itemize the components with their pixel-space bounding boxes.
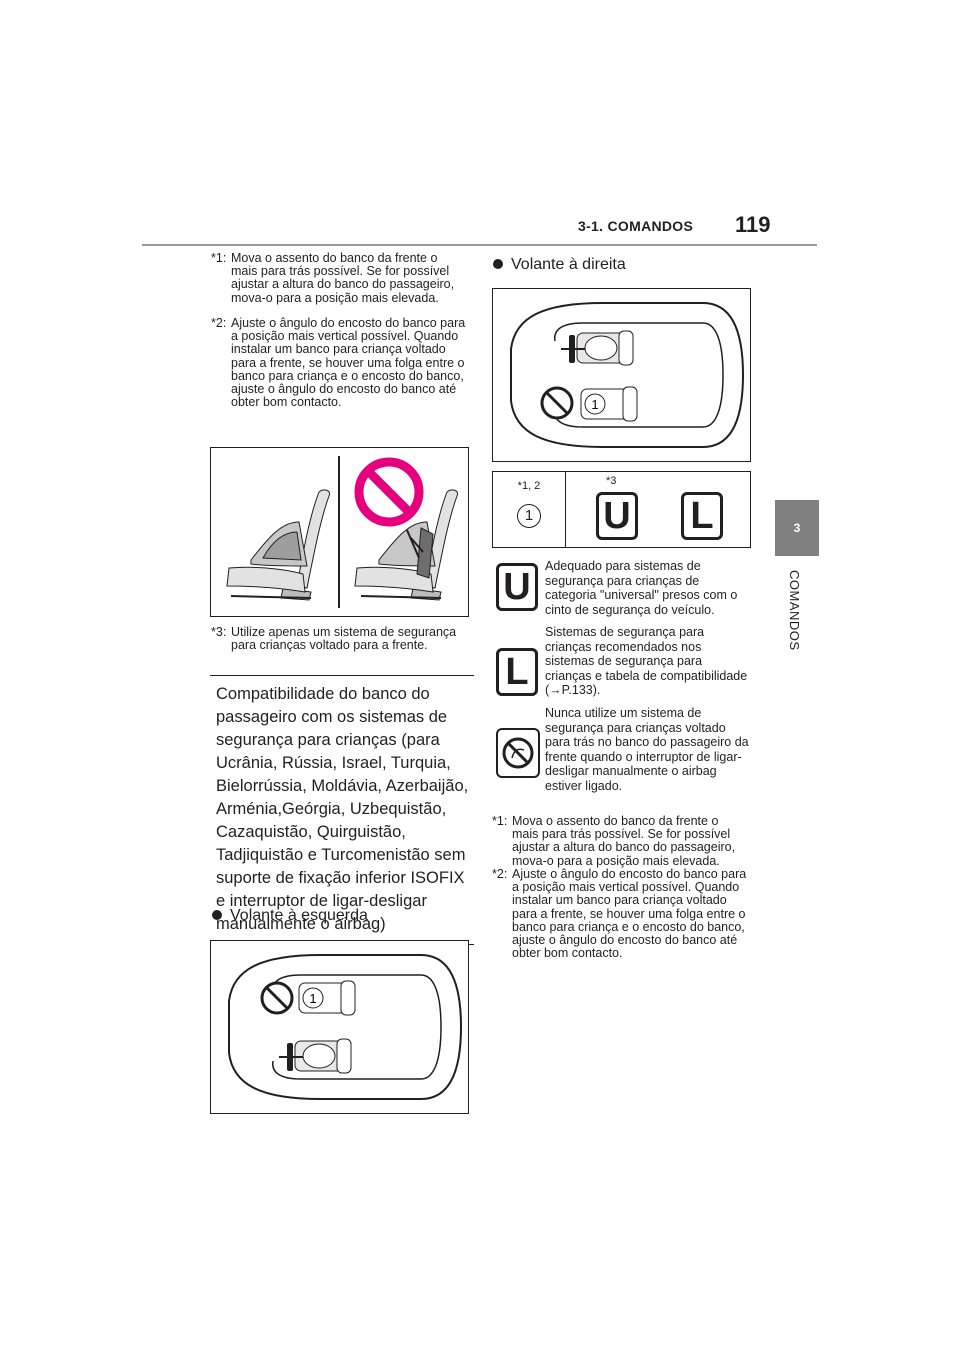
forward-facing-seat-icon	[226, 489, 331, 601]
legend-no-rear-facing-icon	[496, 728, 540, 778]
bullet-text: Volante à esquerda	[230, 907, 368, 924]
driver-seat-icon	[279, 1038, 352, 1074]
no-rear-facing-icon	[540, 386, 574, 420]
section-title: 3-1. COMANDOS	[578, 218, 694, 234]
car-diagram-right-hand-drive: 1	[492, 288, 751, 462]
note-marker: *2:	[492, 867, 508, 881]
legend-no-rear-facing-text: Nunca utilize um sistema de segurança pa…	[545, 706, 749, 793]
table-divider	[565, 472, 566, 547]
note-text: Ajuste o ângulo do encosto do banco para…	[231, 316, 466, 410]
left-note-3: *3: Utilize apenas um sistema de seguran…	[211, 625, 466, 653]
table-col1-header: *1, 2	[517, 480, 541, 492]
passenger-seat-icon: 1	[298, 980, 356, 1016]
passenger-seat-icon: 1	[580, 386, 638, 422]
note-text: Utilize apenas um sistema de segurança p…	[231, 625, 457, 653]
note-marker: *3:	[211, 625, 227, 639]
bullet-dot	[212, 910, 222, 920]
note-marker: *1:	[211, 251, 227, 265]
page-number: 119	[735, 212, 771, 237]
legend-universal-text: Adequado para sistemas de segurança para…	[545, 559, 738, 617]
right-note-2: *2: Ajuste o ângulo do encosto do banco …	[492, 867, 747, 961]
universal-category-badge: U	[596, 492, 638, 540]
legend-listed-text: Sistemas de segurança para crianças reco…	[545, 625, 748, 697]
seat-number: 1	[309, 991, 316, 1006]
bullet-dot	[493, 259, 503, 269]
header-rule	[142, 244, 817, 246]
legend-listed-icon: L	[496, 648, 538, 696]
compatibility-heading: Compatibilidade do banco do passageiro c…	[210, 675, 474, 945]
table-seat-number: 1	[517, 504, 541, 528]
listed-category-badge: L	[681, 492, 723, 540]
table-col2-header: *3	[606, 475, 617, 487]
child-seat-illustration	[210, 447, 469, 617]
bullet-text: Volante à direita	[511, 256, 626, 273]
note-marker: *2:	[211, 316, 227, 330]
driver-seat-icon	[561, 330, 634, 366]
seat-with-gap-icon	[354, 489, 459, 601]
note-text: Mova o assento do banco da frente o mais…	[231, 251, 455, 305]
chapter-side-label: COMANDOS	[787, 570, 802, 651]
prohibited-icon	[354, 457, 424, 527]
note-marker: *1:	[492, 814, 508, 828]
note-text: Mova o assento do banco da frente o mais…	[512, 814, 736, 868]
note-text: Ajuste o ângulo do encosto do banco para…	[512, 867, 747, 961]
no-rear-facing-icon	[260, 981, 294, 1015]
bullet-right-hand-drive: Volante à direita	[493, 256, 626, 274]
right-note-1: *1: Mova o assento do banco da frente o …	[492, 814, 747, 868]
left-note-2: *2: Ajuste o ângulo do encosto do banco …	[211, 316, 466, 410]
category-table: *1, 2 *3 1 U L	[492, 471, 751, 548]
seat-number: 1	[591, 397, 598, 412]
bullet-left-hand-drive: Volante à esquerda	[212, 907, 368, 925]
legend-universal-icon: U	[496, 563, 538, 611]
car-diagram-left-hand-drive: 1	[210, 940, 469, 1114]
chapter-tab: 3	[775, 500, 819, 556]
left-note-1: *1: Mova o assento do banco da frente o …	[211, 251, 466, 305]
